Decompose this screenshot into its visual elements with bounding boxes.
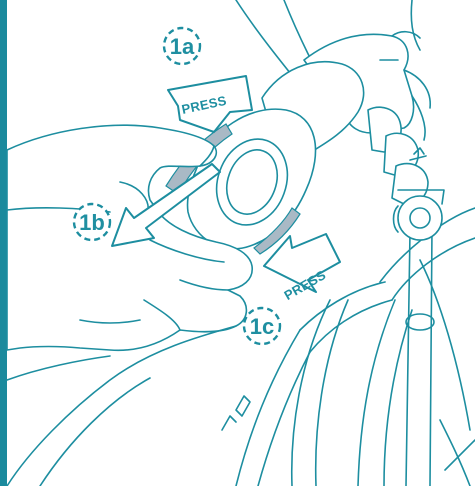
step-label-1b: 1b [79,210,105,235]
step-label-1c: 1c [250,314,274,339]
step-badge-1c: 1c [244,308,280,344]
left-accent-bar [0,0,7,486]
step-badge-1b: 1b [74,204,110,240]
step-label-1a: 1a [170,34,195,59]
step-badge-1a: 1a [164,28,200,64]
